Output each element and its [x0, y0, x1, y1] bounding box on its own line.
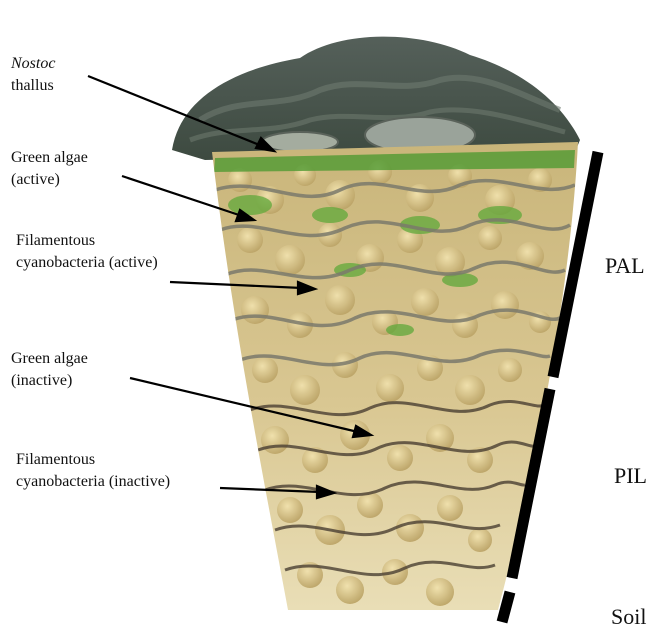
- label-filamentous-inactive: Filamentous cyanobacteria (inactive): [16, 449, 170, 493]
- label-green-algae-inactive: Green algae (inactive): [11, 348, 88, 392]
- zone-pal: PAL: [605, 253, 645, 279]
- soil-block: [200, 140, 600, 620]
- label-filamentous-active: Filamentous cyanobacteria (active): [16, 230, 158, 274]
- zone-soil: Soil: [611, 604, 646, 629]
- label-nostoc-thallus: Nostoc thallus: [11, 53, 55, 97]
- zone-pil: PIL: [614, 463, 647, 489]
- label-green-algae-active: Green algae (active): [11, 147, 88, 191]
- scale-bar-soil: [502, 592, 510, 622]
